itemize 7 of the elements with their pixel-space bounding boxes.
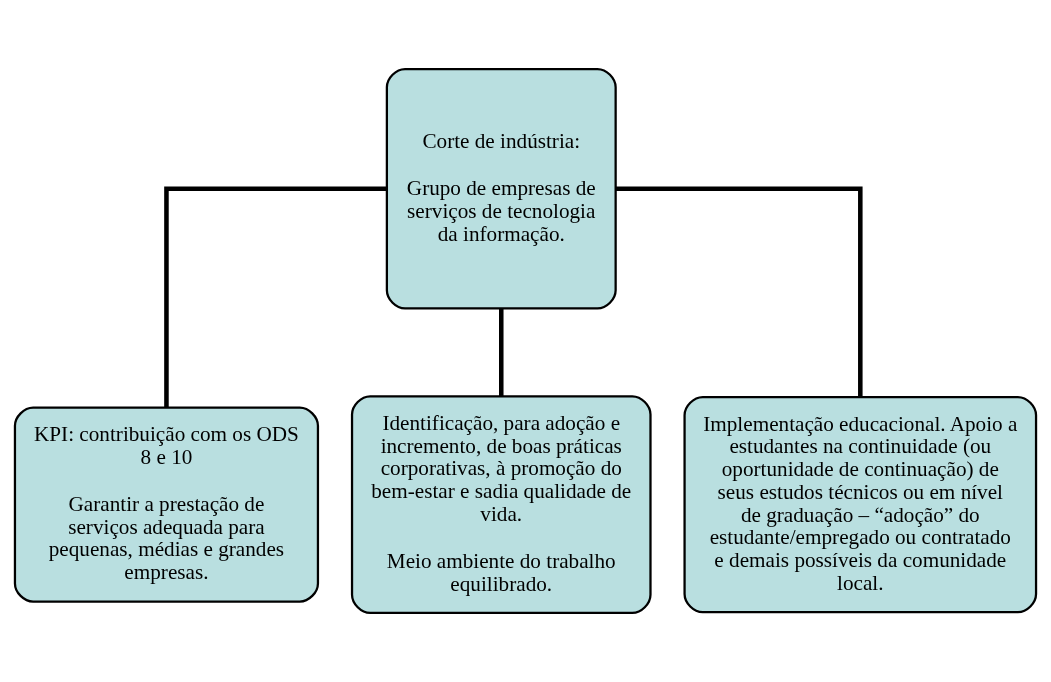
connector [164,186,387,408]
node-box: Implementação educacional. Apoio a estudantes na continuidade (ou oportunidade de continuação) de seus estudos técnicos ou em nível de graduação – “adoção” do estudante/empregado ou contratado e demais possíveis da comunidade local. [683,395,1038,614]
node-box: KPI: contribuição com os ODS 8 e 10 Garantir a prestação de serviços adequada para pequenas, médias e grandes empresas. [13,406,320,603]
node-box: Corte de indústria: Grupo de empresas de serviços de tecnologia da informação. [385,67,617,310]
connector [615,186,863,397]
node-box: Identificação, para adoção e incremento, de boas práticas corporativas, à promoção do bem-estar e sadia qualidade de vida. Meio ambiente do trabalho equilibrado. [350,395,652,615]
connector [499,308,504,397]
